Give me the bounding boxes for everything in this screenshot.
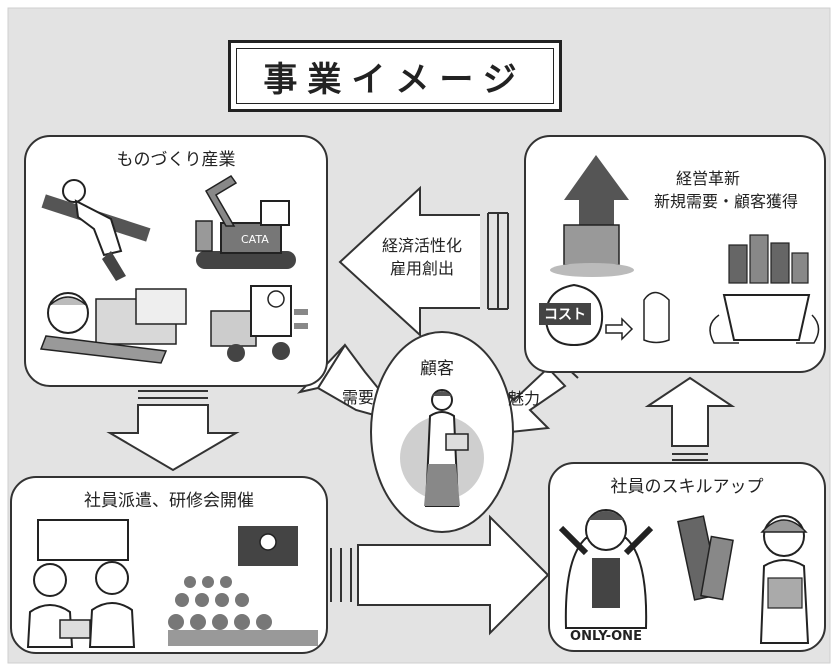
svg-text:CATA: CATA — [241, 233, 269, 246]
worker-icon — [41, 179, 151, 281]
revitalize-line1: 経済活性化 — [382, 236, 463, 255]
panel-dispatch: 社員派遣、研修会開催 — [10, 476, 328, 654]
factory-worker-icon — [39, 288, 187, 364]
revitalize-line2: 雇用創出 — [390, 259, 455, 278]
panel-skillup: 社員のスキルアップ ONLY-ONE — [548, 462, 826, 652]
dispatch-label: 社員派遣、研修会開催 — [84, 491, 254, 511]
manufacturing-label: ものづくり産業 — [116, 150, 236, 170]
demand-label: 需要 — [342, 388, 375, 407]
forklift-icon — [210, 285, 308, 362]
customer-label: 顧客 — [420, 359, 454, 379]
skillup-illustration: ONLY-ONE — [558, 509, 810, 644]
hero-icon: ONLY-ONE — [558, 509, 654, 644]
workers-icon — [26, 561, 136, 648]
audience-icon — [168, 576, 318, 646]
innovation-line2: 新規需要・顧客獲得 — [654, 192, 799, 211]
arrow-up — [644, 376, 736, 461]
dispatch-illustration — [26, 519, 318, 648]
innovation-illustration: コスト — [539, 155, 820, 347]
manufacturing-illustration: CATA — [39, 175, 308, 364]
title-box: 事業イメージ — [228, 40, 562, 112]
arrow-right — [330, 514, 550, 636]
page-title: 事業イメージ — [236, 48, 554, 104]
customer-figure-icon — [424, 389, 469, 507]
appeal-label: 魅力 — [508, 389, 541, 408]
skillup-label: 社員のスキルアップ — [610, 477, 764, 497]
letters-icon — [677, 515, 734, 601]
excavator-icon: CATA — [195, 175, 296, 269]
innovation-line1: 経営革新 — [676, 169, 741, 188]
cost-bag-icon: コスト — [539, 283, 670, 347]
panel-manufacturing: ものづくり産業 CATA — [24, 135, 328, 387]
blackboard-icon — [37, 519, 129, 561]
only-one-text: ONLY-ONE — [570, 629, 642, 644]
helmet-worker-icon — [759, 515, 810, 644]
cost-text: コスト — [544, 307, 586, 323]
arrow-revitalize — [338, 185, 518, 338]
arrow-down — [106, 390, 240, 472]
growth-arrow-icon — [550, 155, 634, 277]
panel-innovation: 経営革新 新規需要・顧客獲得 コスト — [524, 135, 826, 373]
gift-box-icon — [709, 234, 820, 344]
